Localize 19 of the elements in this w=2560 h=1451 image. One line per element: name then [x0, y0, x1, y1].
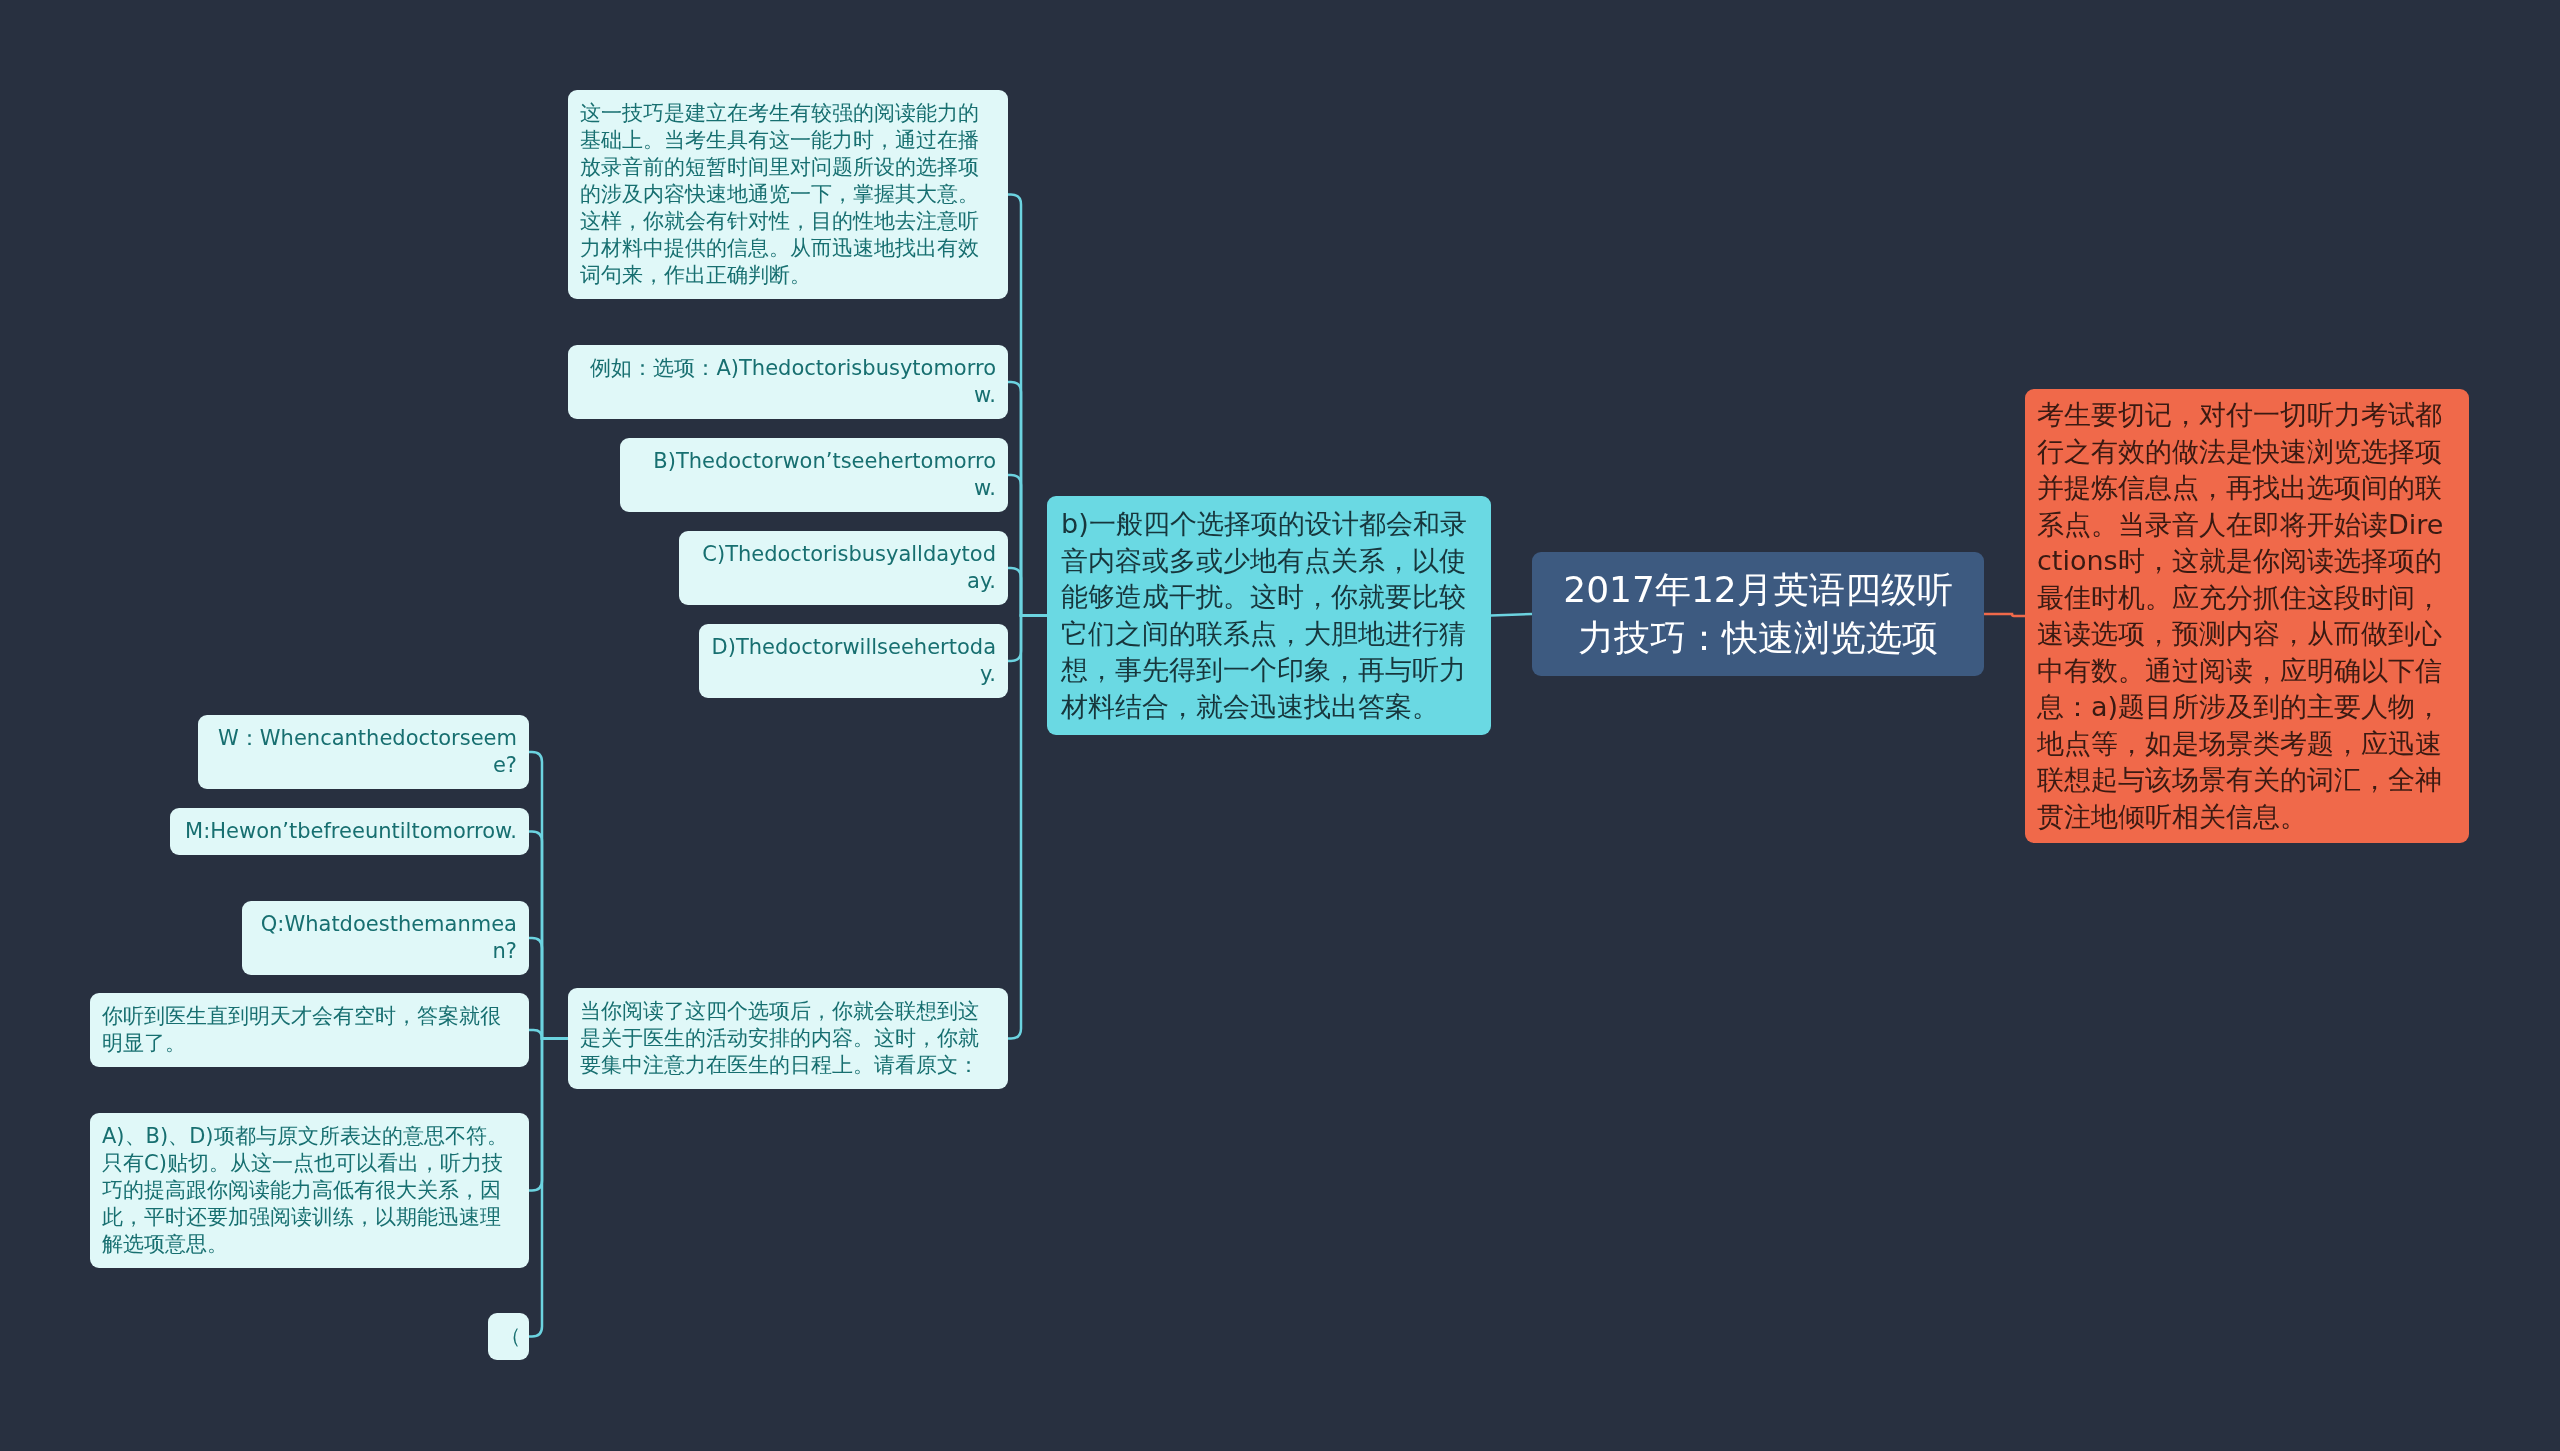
topic-box: C)Thedoctorisbusyalldaytoday. [679, 531, 1008, 605]
topic-box: 这一技巧是建立在考生有较强的阅读能力的基础上。当考生具有这一能力时，通过在播放录音前的短暂时间里对问题所设的选择项的涉及内容快速地通览一下，掌握其大意。这样，你就会有针对性，目的性地去注意听力材料中提供的信息。从而迅速地找出有效词句来，作出正确判断。 [568, 90, 1008, 299]
topic-box: 你听到医生直到明天才会有空时，答案就很明显了。 [90, 993, 529, 1067]
topic-box: D)Thedoctorwillseehertoday. [699, 624, 1008, 698]
topic-box: （ [488, 1313, 529, 1360]
topic-box: B)Thedoctorwon’tseehertomorrow. [620, 438, 1008, 512]
topic-box: b)一般四个选择项的设计都会和录音内容或多或少地有点关系，以使能够造成干扰。这时，你就要比较它们之间的联系点，大胆地进行猜想，事先得到一个印象，再与听力材料结合，就会迅速找出答案。 [1047, 496, 1491, 735]
topic-box: W：Whencanthedoctorseeme? [198, 715, 529, 789]
topic-box: M:Hewon’tbefreeuntiltomorrow. [170, 808, 529, 855]
topic-box: 当你阅读了这四个选项后，你就会联想到这是关于医生的活动安排的内容。这时，你就要集中注意力在医生的日程上。请看原文： [568, 988, 1008, 1089]
connector-line [1007, 614, 1047, 1040]
topic-box: A)、B)、D)项都与原文所表达的意思不符。只有C)贴切。从这一点也可以看出，听力技巧的提高跟你阅读能力高低有很大关系，因此，平时还要加强阅读训练，以期能迅速理解选项意思。 [90, 1113, 529, 1268]
central-topic-box: 2017年12月英语四级听力技巧：快速浏览选项 [1532, 552, 1984, 676]
topic-box: 考生要切记，对付一切听力考试都行之有效的做法是快速浏览选择项并提炼信息点，再找出选项间的联系点。当录音人在即将开始读Directions时，这就是你阅读选择项的最佳时机。应充分抓住这段时间，速读选项，预测内容，从而做到心中有数。通过阅读，应明确以下信息：a)题目所涉及到的主要人物，地点等，如是场景类考题，应迅速联想起与该场景有关的词汇，全神贯注地倾听相关信息。 [2025, 389, 2469, 843]
connector-line [1490, 612, 1533, 617]
connector-line [529, 1037, 568, 1338]
topic-box: Q:Whatdoesthemanmean? [242, 901, 529, 975]
topic-box: 例如：选项：A)Thedoctorisbusytomorrow. [568, 345, 1008, 419]
connector-line [1984, 612, 2025, 618]
